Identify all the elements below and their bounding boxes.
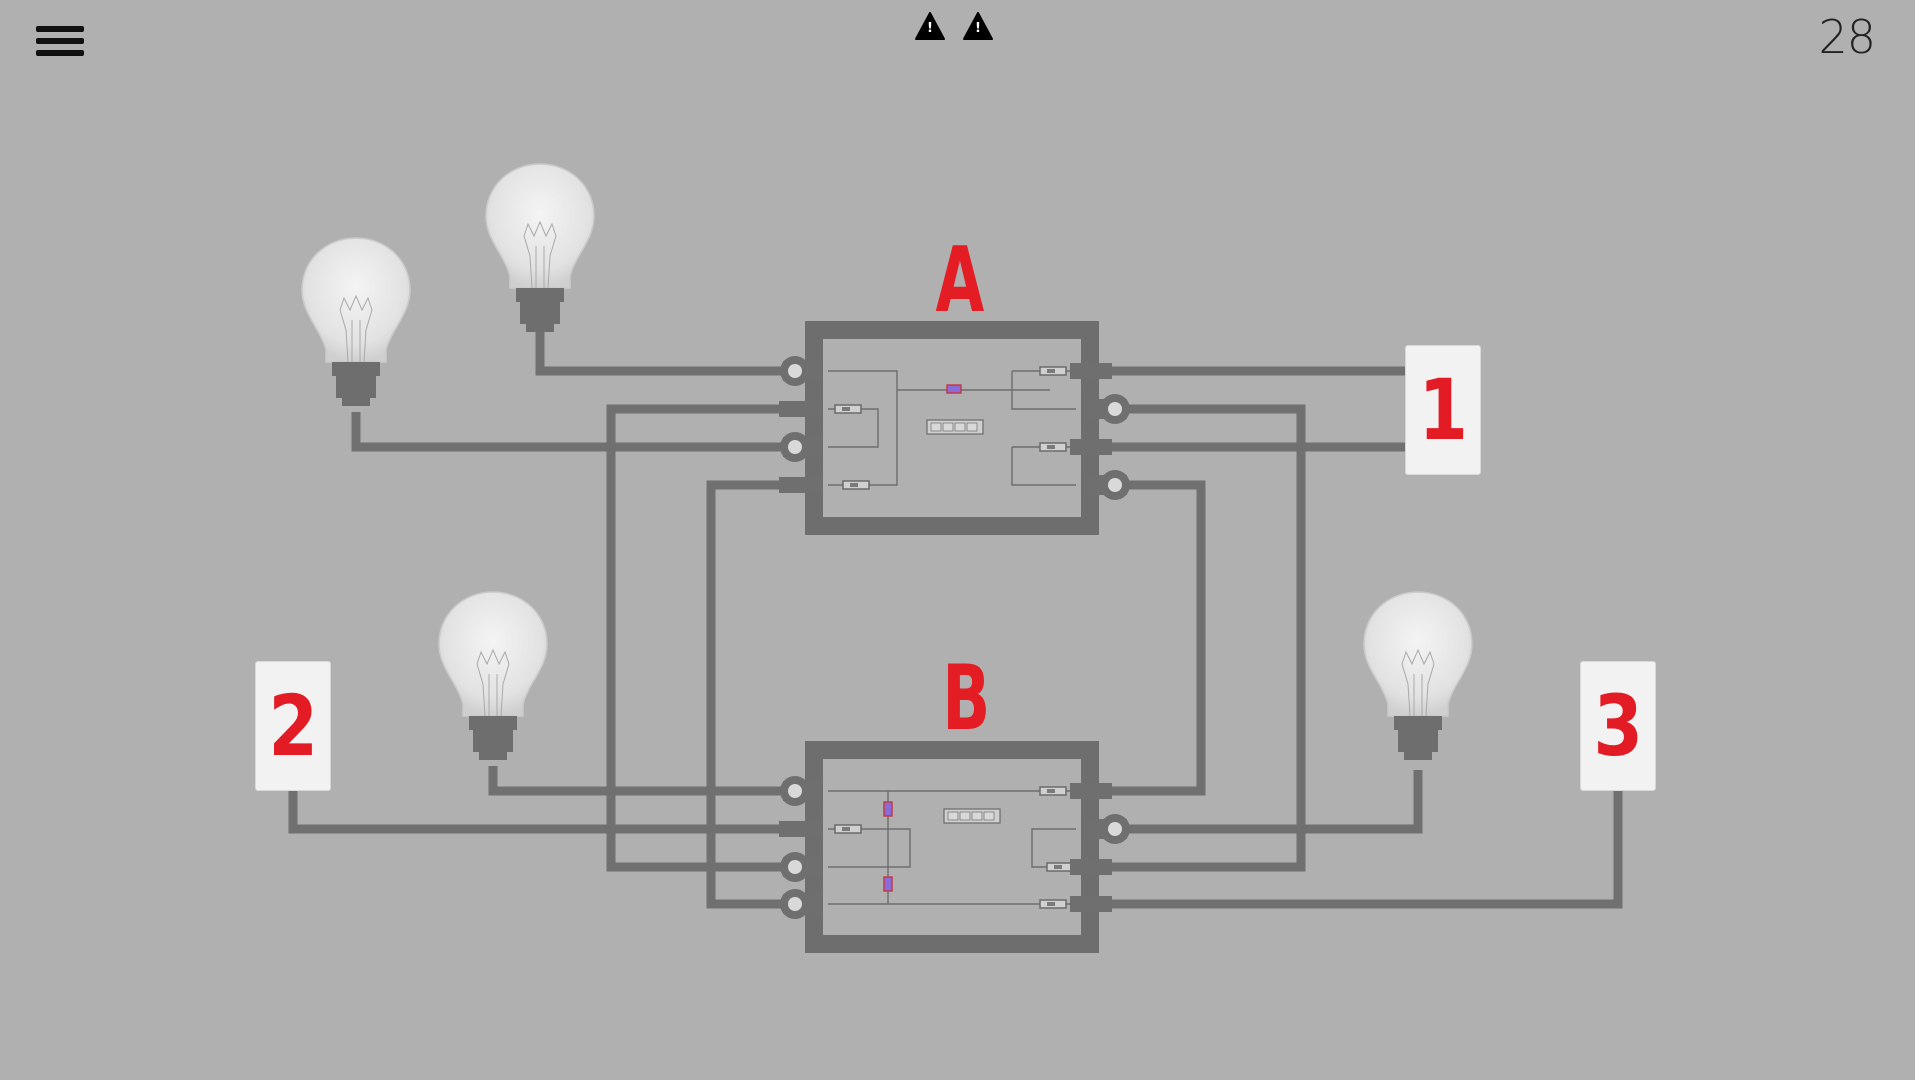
switch-2-label: 2 (268, 677, 318, 775)
junction-box-b[interactable] (779, 741, 1130, 953)
warning-triangle-icon: ! (963, 12, 993, 40)
hamburger-menu-icon[interactable] (36, 26, 84, 64)
light-bulb-icon (301, 237, 411, 407)
box-b-label: B (942, 646, 991, 751)
light-bulb-icon (438, 591, 548, 761)
switch-3-label: 3 (1593, 677, 1643, 775)
warning-indicators: ! ! (915, 12, 993, 44)
wires (288, 316, 1623, 909)
switch-1-label: 1 (1418, 361, 1468, 459)
switch-1-button[interactable]: 1 (1405, 345, 1481, 475)
box-a-label: A (935, 228, 985, 333)
switch-3-button[interactable]: 3 (1580, 661, 1656, 791)
switch-2-button[interactable]: 2 (255, 661, 331, 791)
warning-triangle-icon: ! (915, 12, 945, 40)
junction-box-a[interactable] (779, 321, 1130, 535)
light-bulb-icon (1363, 591, 1473, 761)
chip-display-b (943, 808, 1001, 824)
level-number: 28 (1818, 10, 1876, 64)
chip-display-a (926, 419, 984, 435)
light-bulb-icon (485, 163, 595, 333)
